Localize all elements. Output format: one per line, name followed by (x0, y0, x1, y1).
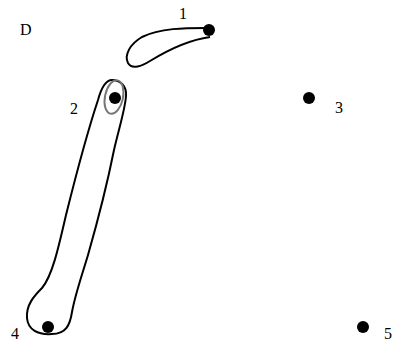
distal-bone-outline (127, 28, 210, 67)
callout-number: 1 (179, 6, 187, 22)
callout-number: 4 (11, 326, 19, 342)
callout-number: 5 (384, 326, 392, 342)
callout-number: 2 (70, 101, 78, 117)
point-dot (303, 92, 315, 104)
callout-number: 3 (335, 100, 343, 116)
joint-outline (102, 79, 127, 116)
proximal-bone-outline (27, 80, 126, 334)
point-dot (203, 24, 215, 36)
panel-letter: D (20, 22, 32, 38)
point-dot (42, 321, 54, 333)
point-dot (109, 92, 121, 104)
point-dot (357, 321, 369, 333)
